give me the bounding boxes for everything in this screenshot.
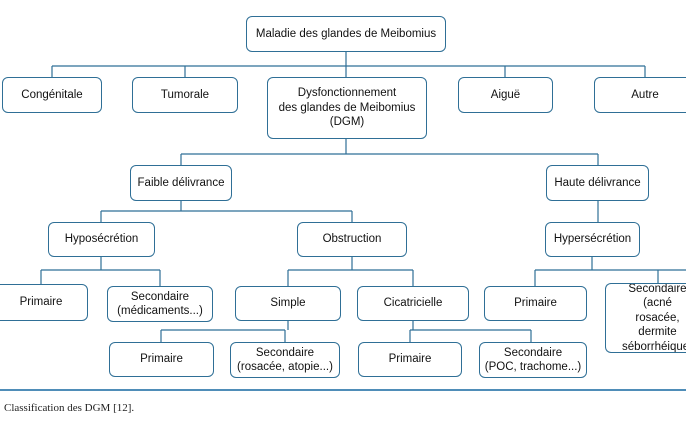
node-dgm: Dysfonctionnement des glandes de Meibomi… bbox=[267, 77, 427, 139]
node-obs-cicatricial: Cicatricielle bbox=[357, 286, 469, 321]
node-hypo-secondary: Secondaire (médicaments...) bbox=[107, 286, 213, 322]
node-obstruction: Obstruction bbox=[297, 222, 407, 257]
node-hypersecretion: Hypersécrétion bbox=[545, 222, 640, 257]
node-hypo-primary: Primaire bbox=[0, 284, 88, 321]
node-hyper-secondary: Secondaire (acné rosacée, dermite séborr… bbox=[605, 283, 686, 353]
node-hyposecretion: Hyposécrétion bbox=[48, 222, 155, 257]
node-acute: Aiguë bbox=[458, 77, 553, 113]
caption-divider bbox=[0, 389, 686, 391]
node-congenital: Congénitale bbox=[2, 77, 102, 113]
node-cicat-primary: Primaire bbox=[358, 342, 462, 377]
node-root: Maladie des glandes de Meibomius bbox=[246, 16, 446, 52]
node-other: Autre bbox=[594, 77, 686, 113]
figure-caption: Classification des DGM [12]. bbox=[4, 402, 135, 414]
node-low-delivery: Faible délivrance bbox=[130, 165, 232, 201]
node-cicat-secondary: Secondaire (POC, trachome...) bbox=[479, 342, 587, 378]
node-high-delivery: Haute délivrance bbox=[546, 165, 649, 201]
node-tumoral: Tumorale bbox=[132, 77, 238, 113]
node-obs-simple: Simple bbox=[235, 286, 341, 321]
node-simple-secondary: Secondaire (rosacée, atopie...) bbox=[230, 342, 340, 378]
node-hyper-primary: Primaire bbox=[484, 286, 587, 321]
node-simple-primary: Primaire bbox=[109, 342, 214, 377]
